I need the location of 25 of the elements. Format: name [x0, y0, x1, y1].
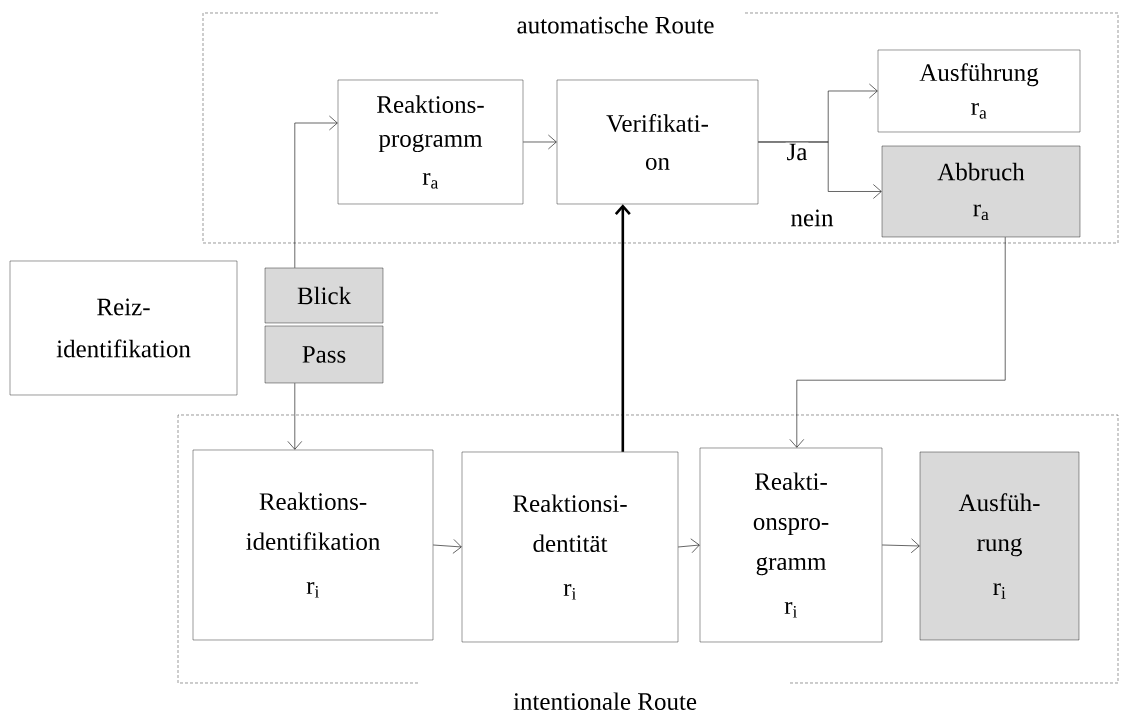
arrow — [522, 134, 557, 150]
process-box: Abbruch r$_{a}$ — [881, 145, 1081, 238]
arrow — [789, 236, 1006, 448]
arrow — [757, 141, 882, 199]
process-box: Ausführung r$_{a}$ — [877, 49, 1081, 133]
process-box: Verifikati- on — [556, 79, 759, 205]
route-frame — [177, 414, 1119, 710]
arrow — [432, 539, 462, 554]
label-box: Pass — [264, 325, 384, 384]
arrow — [881, 538, 920, 554]
process-box: Reiz- identifikation — [9, 260, 238, 396]
arrow — [677, 538, 700, 554]
arrow — [287, 382, 303, 450]
process-box: Reaktions- programm r$_{a}$ — [337, 79, 524, 205]
edge-label: nein — [789, 208, 835, 228]
process-box: Reaktionsi- dentität r$_{i}$ — [461, 451, 679, 643]
group-title: automatische Route — [517, 16, 714, 34]
arrow — [614, 204, 631, 452]
group-title: intentionale Route — [513, 692, 697, 710]
arrow — [294, 115, 338, 269]
process-box: Ausfüh- rung r$_{i}$ — [919, 451, 1080, 641]
process-box: Reaktions- identifikation r$_{i}$ — [192, 449, 434, 641]
route-frame — [202, 10, 1119, 244]
label-box: Blick — [264, 267, 384, 324]
process-box: Reakti- onspro- gramm r$_{i}$ — [699, 447, 883, 643]
